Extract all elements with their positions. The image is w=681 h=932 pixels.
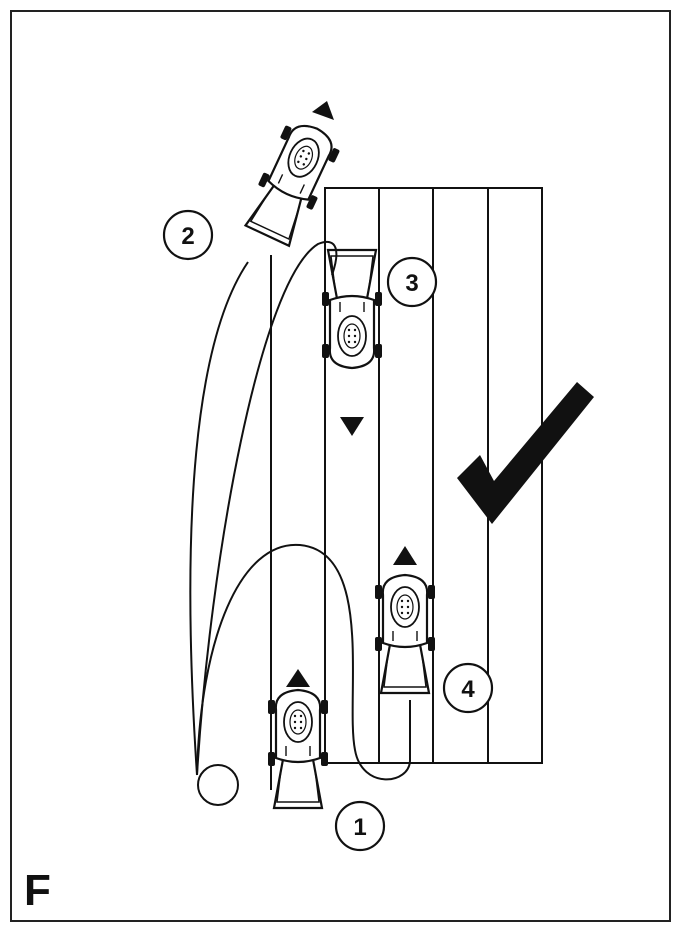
- direction-arrow-icon: [312, 101, 334, 120]
- step-number: 1: [353, 814, 366, 841]
- step-marker-1: 1: [334, 800, 386, 852]
- step-marker-4: 4: [442, 662, 494, 714]
- step-number: 4: [461, 676, 475, 703]
- mower-step-1: [266, 669, 330, 810]
- step-number: 2: [181, 223, 194, 250]
- mower-step-4: [373, 546, 437, 695]
- path-loop-to-step-3: [196, 241, 338, 776]
- step-marker-2: 2: [162, 209, 214, 261]
- turn-circle: [197, 764, 239, 806]
- figure-frame: [10, 10, 671, 922]
- figure-letter: F: [24, 866, 51, 915]
- check-mark-icon: [457, 382, 594, 524]
- mower-step-3: [320, 248, 384, 436]
- step-marker-3: 3: [386, 256, 438, 308]
- step-number: 3: [405, 270, 418, 297]
- direction-arrow-icon: [340, 417, 364, 436]
- mower-step-2: [238, 101, 346, 250]
- path-loop-to-step-4: [196, 543, 411, 781]
- direction-arrow-icon: [286, 669, 310, 687]
- path-turn-to-step-2: [189, 261, 249, 776]
- direction-arrow-icon: [393, 546, 417, 565]
- mowing-path: [189, 241, 411, 806]
